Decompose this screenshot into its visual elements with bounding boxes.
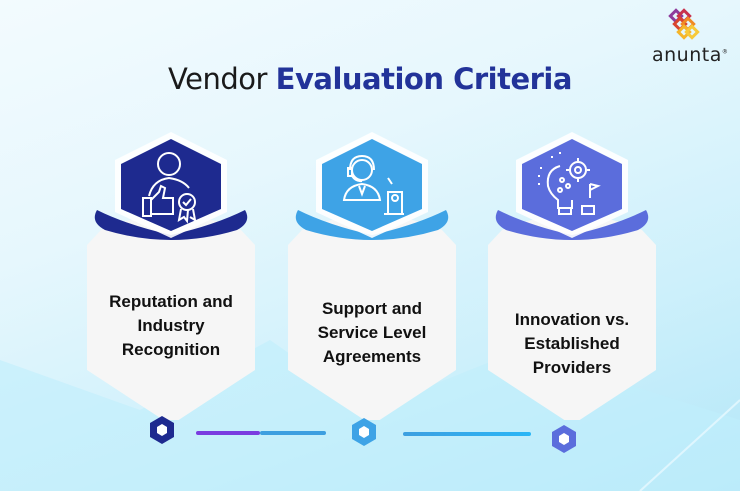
- card-label: Reputation and Industry Recognition: [109, 292, 233, 359]
- connector-1a: [196, 431, 260, 435]
- logo-wordmark: anunta®: [652, 44, 729, 66]
- thumbs-up-award-icon: [142, 152, 197, 224]
- page-title: Vendor Evaluation Criteria: [168, 62, 572, 96]
- timeline-node-3: [552, 425, 576, 453]
- card-label: Support and Service Level Agreements: [317, 299, 427, 366]
- connector-2: [403, 432, 531, 436]
- timeline-node-2: [352, 418, 376, 446]
- anunta-logo: anunta®: [652, 8, 729, 68]
- criteria-card-innovation: Innovation vs. Established Providers: [488, 130, 656, 420]
- criteria-card-reputation: Reputation and Industry Recognition: [87, 130, 255, 420]
- timeline-node-1: [150, 416, 174, 444]
- connector-1b: [260, 431, 326, 435]
- lightbulb-gear-icon: [538, 152, 601, 215]
- criteria-card-support: Support and Service Level Agreements: [288, 130, 456, 420]
- logo-knot-icon: [668, 8, 700, 40]
- card-label: Innovation vs. Established Providers: [514, 310, 630, 377]
- customer-support-headset-icon: [342, 154, 404, 215]
